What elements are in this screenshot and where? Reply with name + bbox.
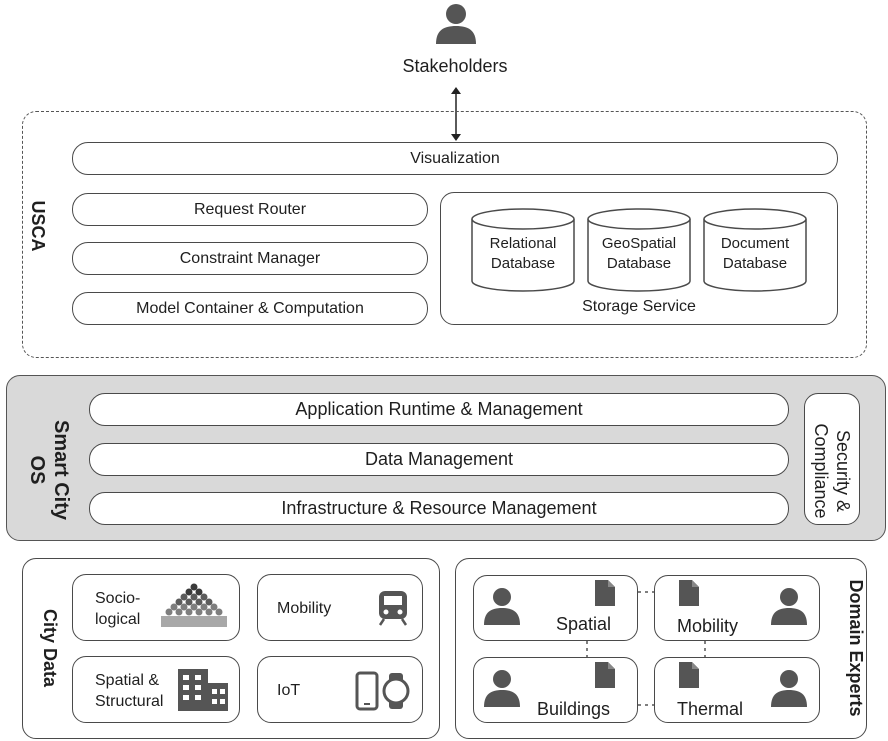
document-icon <box>679 580 699 606</box>
model-container-pill: Model Container & Computation <box>72 292 428 325</box>
expert-connectors <box>586 591 706 706</box>
stakeholder-arrow <box>451 87 461 141</box>
stakeholders-label: Stakeholders <box>402 56 508 76</box>
expert-thermal-label: Thermal <box>677 699 744 719</box>
document-icon <box>679 662 699 688</box>
mobility-data-label: Mobility <box>277 600 332 617</box>
document-icon <box>595 580 615 606</box>
usca-container <box>22 111 867 358</box>
visualization-pill: Visualization <box>72 142 838 175</box>
expert-spatial-tile <box>473 575 638 641</box>
data-management-pill: Data Management <box>89 443 789 476</box>
expert-spatial-label: Spatial <box>556 614 612 634</box>
relational-database-icon <box>471 208 575 292</box>
geospatial-database-icon <box>587 208 691 292</box>
usca-label: USCA <box>28 200 49 252</box>
stakeholder-person-icon <box>436 4 476 44</box>
document-database-icon <box>703 208 807 292</box>
request-router-pill: Request Router <box>72 193 428 226</box>
iot-label: IoT <box>277 682 301 699</box>
infrastructure-pill: Infrastructure & Resource Management <box>89 492 789 525</box>
expert-buildings-label: Buildings <box>537 699 611 719</box>
application-runtime-pill: Application Runtime & Management <box>89 393 789 426</box>
building-icon <box>178 669 228 711</box>
devices-icon <box>355 671 410 711</box>
expert-mobility-label: Mobility <box>677 616 739 636</box>
crowd-icon <box>161 583 227 627</box>
city-data-label: City Data <box>40 608 61 688</box>
document-icon <box>595 662 615 688</box>
sociological-label: Socio-logical <box>95 590 141 628</box>
expert-person-icon <box>771 588 807 625</box>
security-compliance-box <box>804 393 860 525</box>
constraint-manager-pill: Constraint Manager <box>72 242 428 275</box>
train-icon <box>378 591 408 626</box>
spatial-structural-label: Spatial &Structural <box>95 672 164 710</box>
storage-service-label: Storage Service <box>582 298 696 315</box>
expert-person-icon <box>771 670 807 707</box>
expert-person-icon <box>484 588 520 625</box>
security-compliance-label: Security &Compliance <box>811 423 853 519</box>
expert-person-icon <box>484 670 520 707</box>
